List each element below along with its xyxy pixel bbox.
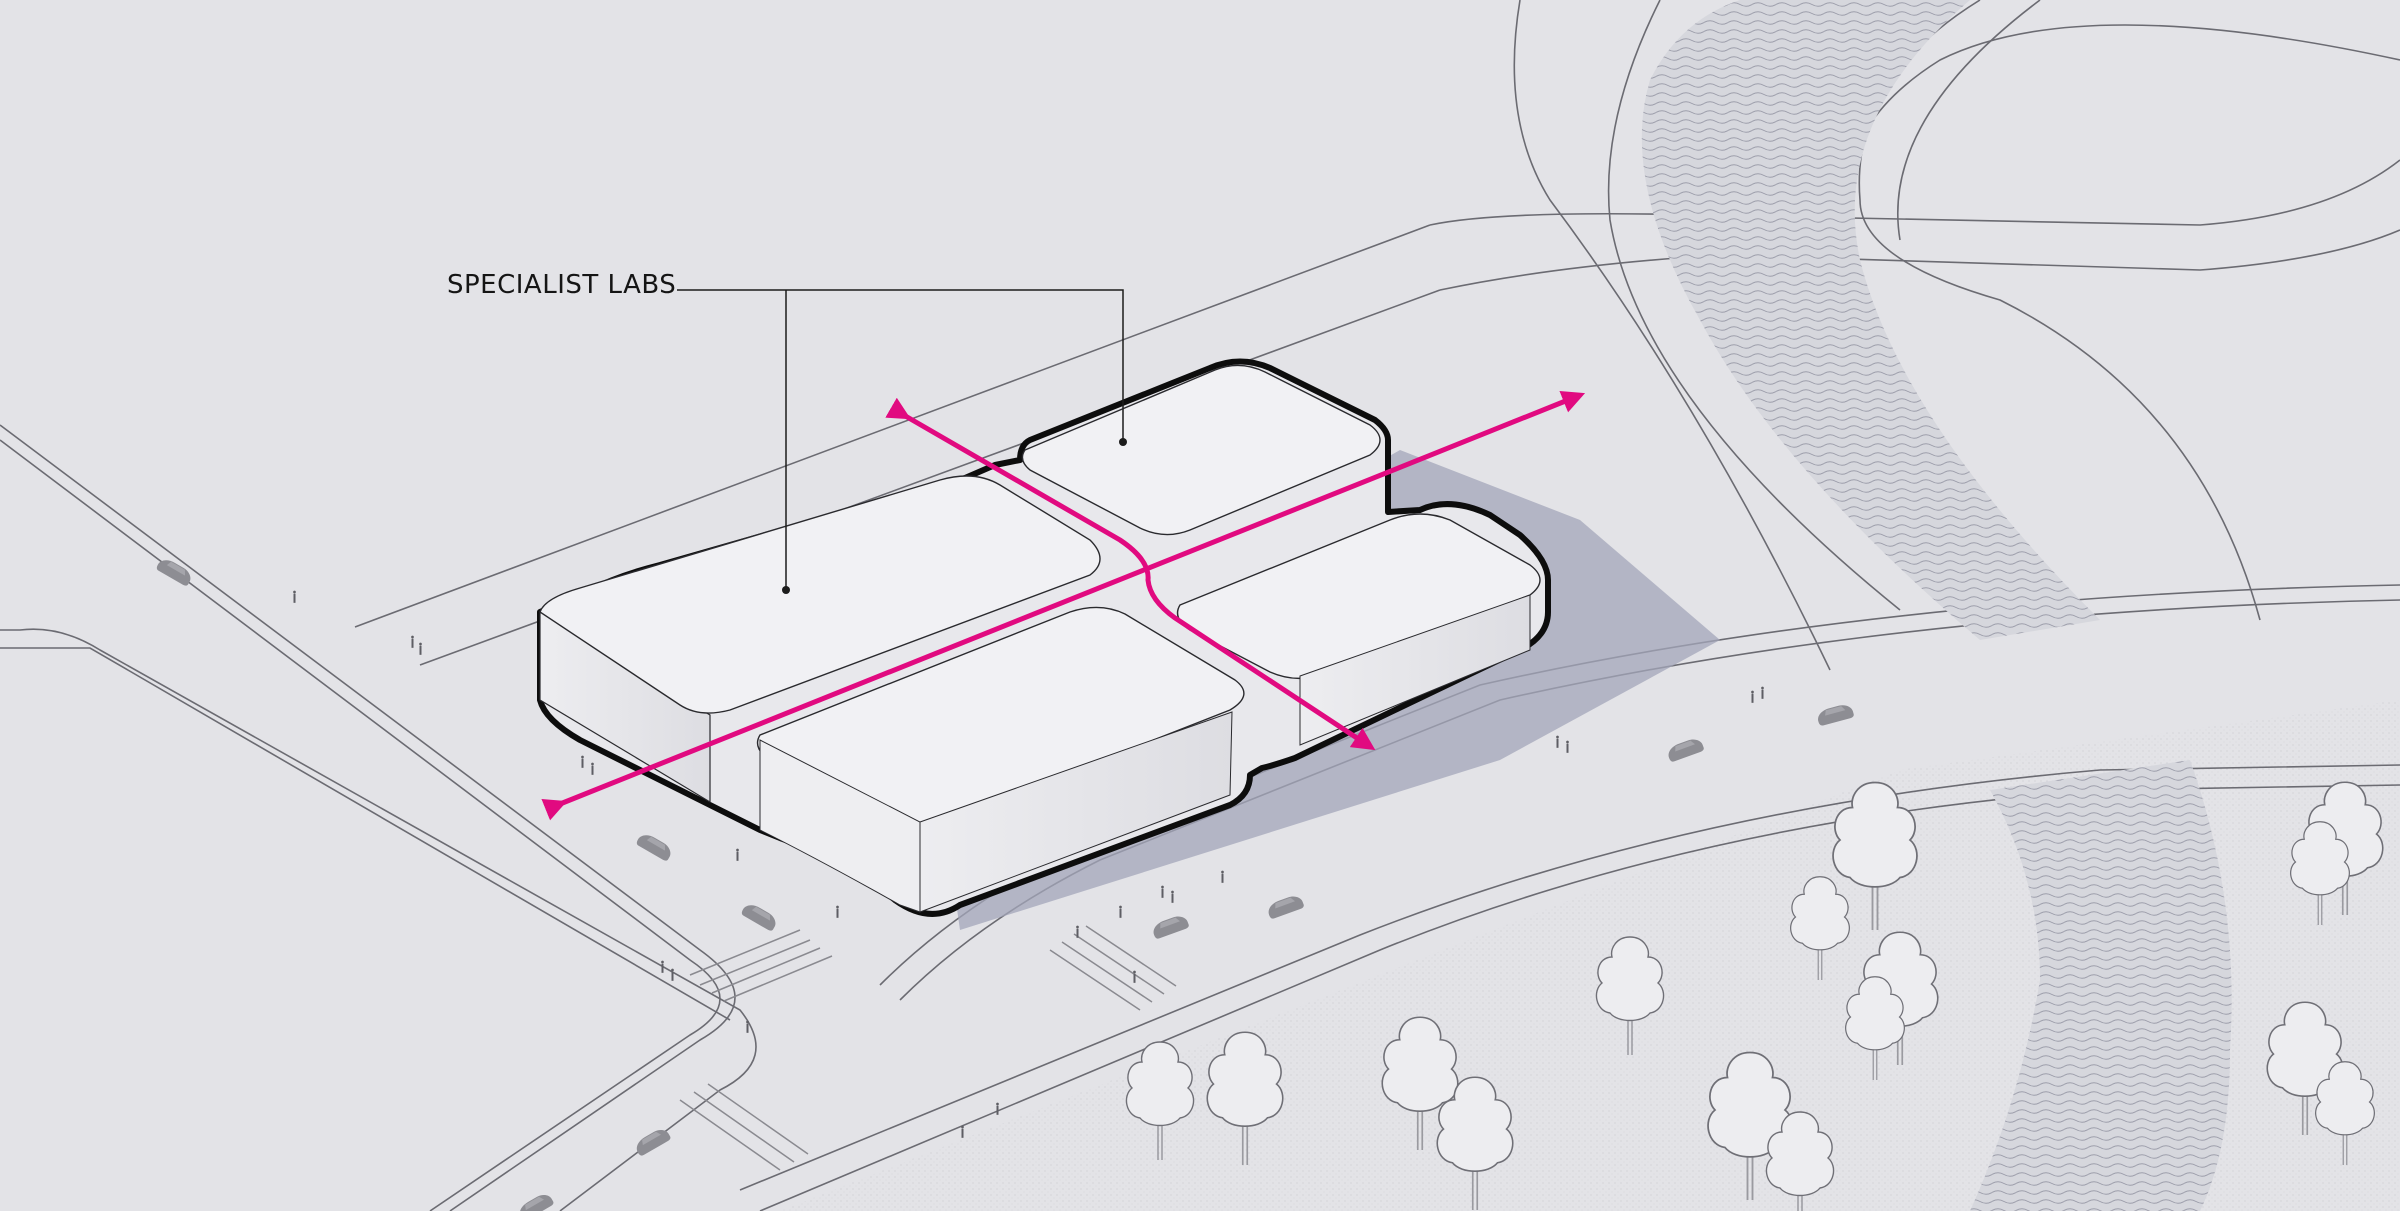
pedestrian-icon	[736, 848, 739, 861]
pedestrian-icon	[671, 968, 674, 981]
callout-dot-left-lab	[782, 586, 790, 594]
pedestrian-icon	[746, 1020, 749, 1033]
pedestrian-icon	[661, 960, 664, 973]
pedestrian-icon	[411, 635, 414, 648]
river-upper-ripples	[1641, 0, 2100, 640]
callout-dot-top-lab	[1119, 438, 1127, 446]
circulation-arrow-southwest-northeast	[541, 391, 1586, 821]
pedestrian-icon	[996, 1102, 999, 1115]
specialist-labs-label: SPECIALIST LABS	[447, 270, 677, 300]
river-lower-ripples	[1970, 760, 2232, 1211]
pedestrian-icon	[1566, 740, 1569, 753]
pedestrian-icon	[1221, 870, 1224, 883]
pedestrian-icon	[419, 642, 422, 655]
pedestrian-icon	[1761, 686, 1764, 699]
pedestrian-icon	[836, 905, 839, 918]
pedestrian-icon	[1751, 690, 1754, 703]
pedestrian-icon	[961, 1125, 964, 1138]
pedestrian-icon	[591, 762, 594, 775]
pedestrian-icon	[581, 755, 584, 768]
pedestrian-icon	[1556, 735, 1559, 748]
pedestrian-icon	[1119, 905, 1122, 918]
pedestrian-icon	[1133, 970, 1136, 983]
pedestrian-icon	[293, 590, 296, 603]
pedestrian-icon	[1161, 885, 1164, 898]
pedestrian-icon	[1171, 890, 1174, 903]
pedestrian-icon	[1076, 925, 1079, 938]
crosswalks	[679, 925, 1177, 1171]
